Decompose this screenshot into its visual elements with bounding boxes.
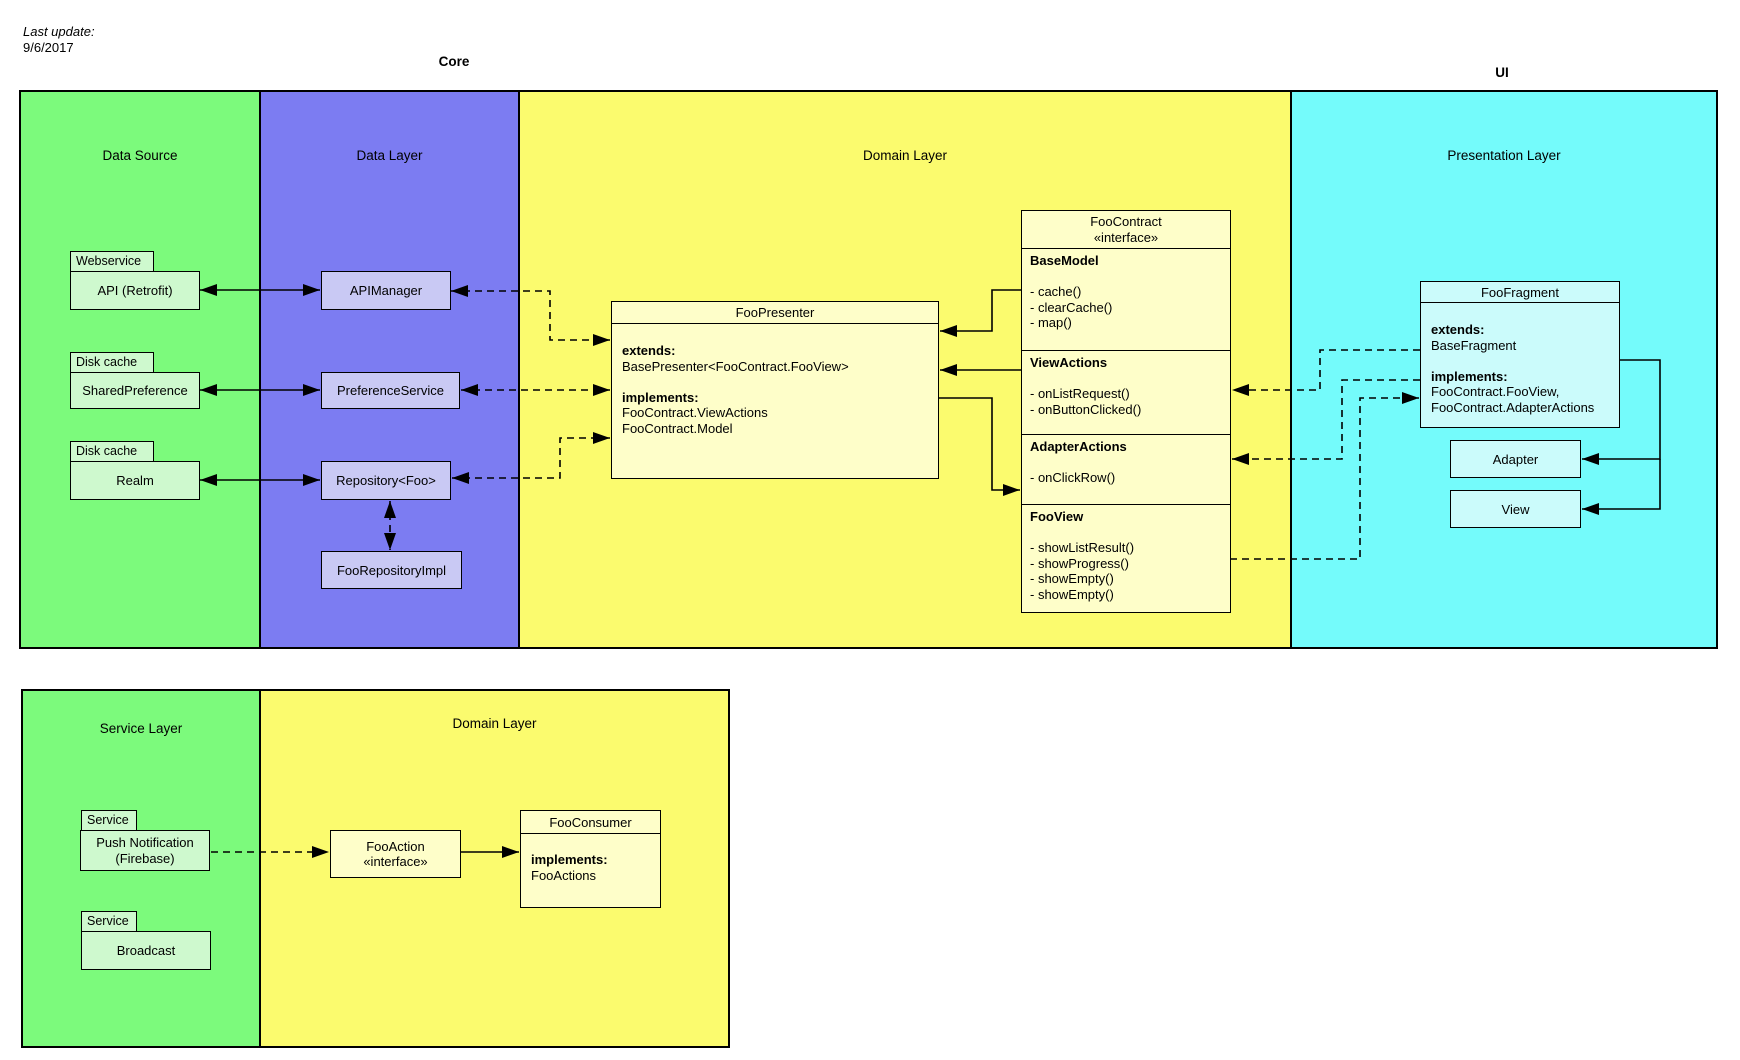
preference-service-label: PreferenceService — [337, 383, 444, 398]
disk-cache-tag-1: Disk cache — [70, 352, 154, 373]
adapter-label: Adapter — [1492, 451, 1539, 467]
foo-contract-box: FooContract «interface» BaseModel - cach… — [1021, 210, 1231, 613]
shared-preference-box: SharedPreference — [70, 372, 200, 409]
api-retrofit-label: API (Retrofit) — [97, 283, 173, 298]
panel-title-domain-layer-bottom: Domain Layer — [452, 716, 537, 731]
foo-consumer-box: FooConsumer implements:FooActions — [520, 810, 661, 908]
shared-preference-label: SharedPreference — [82, 383, 188, 398]
last-update-note: Last update: 9/6/2017 — [23, 24, 95, 56]
foo-consumer-title: FooConsumer — [521, 811, 660, 834]
panel-title-data-source: Data Source — [102, 148, 178, 163]
push-notification-box: Push Notification(Firebase) — [80, 830, 210, 871]
foo-action-box: FooAction«interface» — [330, 830, 461, 878]
panel-title-data-layer: Data Layer — [356, 148, 423, 163]
panel-data-source: Data Source — [21, 92, 259, 647]
ui-label: UI — [1495, 65, 1509, 80]
foo-contract-header: FooContract «interface» — [1022, 211, 1230, 249]
foo-contract-title: FooContract — [1090, 214, 1162, 229]
foo-consumer-body: implements:FooActions — [531, 852, 608, 883]
foo-contract-section-adapteractions: AdapterActions - onClickRow() — [1022, 434, 1230, 504]
view-label: View — [1501, 501, 1530, 517]
foo-repository-impl-label: FooRepositoryImpl — [336, 562, 447, 578]
realm-box: Realm — [70, 461, 200, 500]
foo-fragment-title: FooFragment — [1421, 282, 1619, 303]
disk-cache-tag-2: Disk cache — [70, 441, 154, 462]
foo-contract-section-basemodel: BaseModel - cache()- clearCache()- map() — [1030, 253, 1113, 330]
repository-foo-box: Repository<Foo> — [321, 461, 451, 500]
foo-repository-impl-box: FooRepositoryImpl — [321, 551, 462, 589]
realm-label: Realm — [116, 473, 154, 488]
broadcast-label: Broadcast — [116, 943, 176, 958]
panel-title-domain-layer: Domain Layer — [862, 148, 948, 163]
broadcast-box: Broadcast — [81, 931, 211, 970]
foo-presenter-title: FooPresenter — [612, 302, 938, 324]
core-label: Core — [438, 54, 470, 69]
api-retrofit-box: API (Retrofit) — [70, 271, 200, 310]
preference-service-box: PreferenceService — [321, 372, 460, 409]
repository-foo-label: Repository<Foo> — [336, 473, 436, 488]
foo-presenter-box: FooPresenter extends:BasePresenter<FooCo… — [611, 301, 939, 479]
webservice-tag: Webservice — [70, 251, 154, 272]
foo-fragment-box: FooFragment extends:BaseFragment impleme… — [1420, 281, 1620, 428]
panel-title-service-layer: Service Layer — [99, 721, 183, 736]
view-box: View — [1450, 490, 1581, 528]
panel-title-presentation-layer: Presentation Layer — [1447, 148, 1561, 163]
service-tag-2: Service — [81, 911, 137, 932]
foo-presenter-body: extends:BasePresenter<FooContract.FooVie… — [622, 343, 849, 436]
foo-fragment-body: extends:BaseFragment implements:FooContr… — [1431, 322, 1595, 415]
service-tag-1: Service — [81, 810, 137, 831]
adapter-box: Adapter — [1450, 440, 1581, 478]
api-manager-label: APIManager — [349, 283, 423, 298]
last-update-label: Last update: — [23, 24, 95, 39]
foo-contract-section-viewactions: ViewActions - onListRequest()- onButtonC… — [1022, 350, 1230, 434]
api-manager-box: APIManager — [321, 271, 451, 310]
last-update-date: 9/6/2017 — [23, 40, 74, 55]
foo-contract-stereotype: «interface» — [1093, 230, 1159, 245]
foo-contract-section-fooview: FooView - showListResult()- showProgress… — [1022, 504, 1230, 612]
